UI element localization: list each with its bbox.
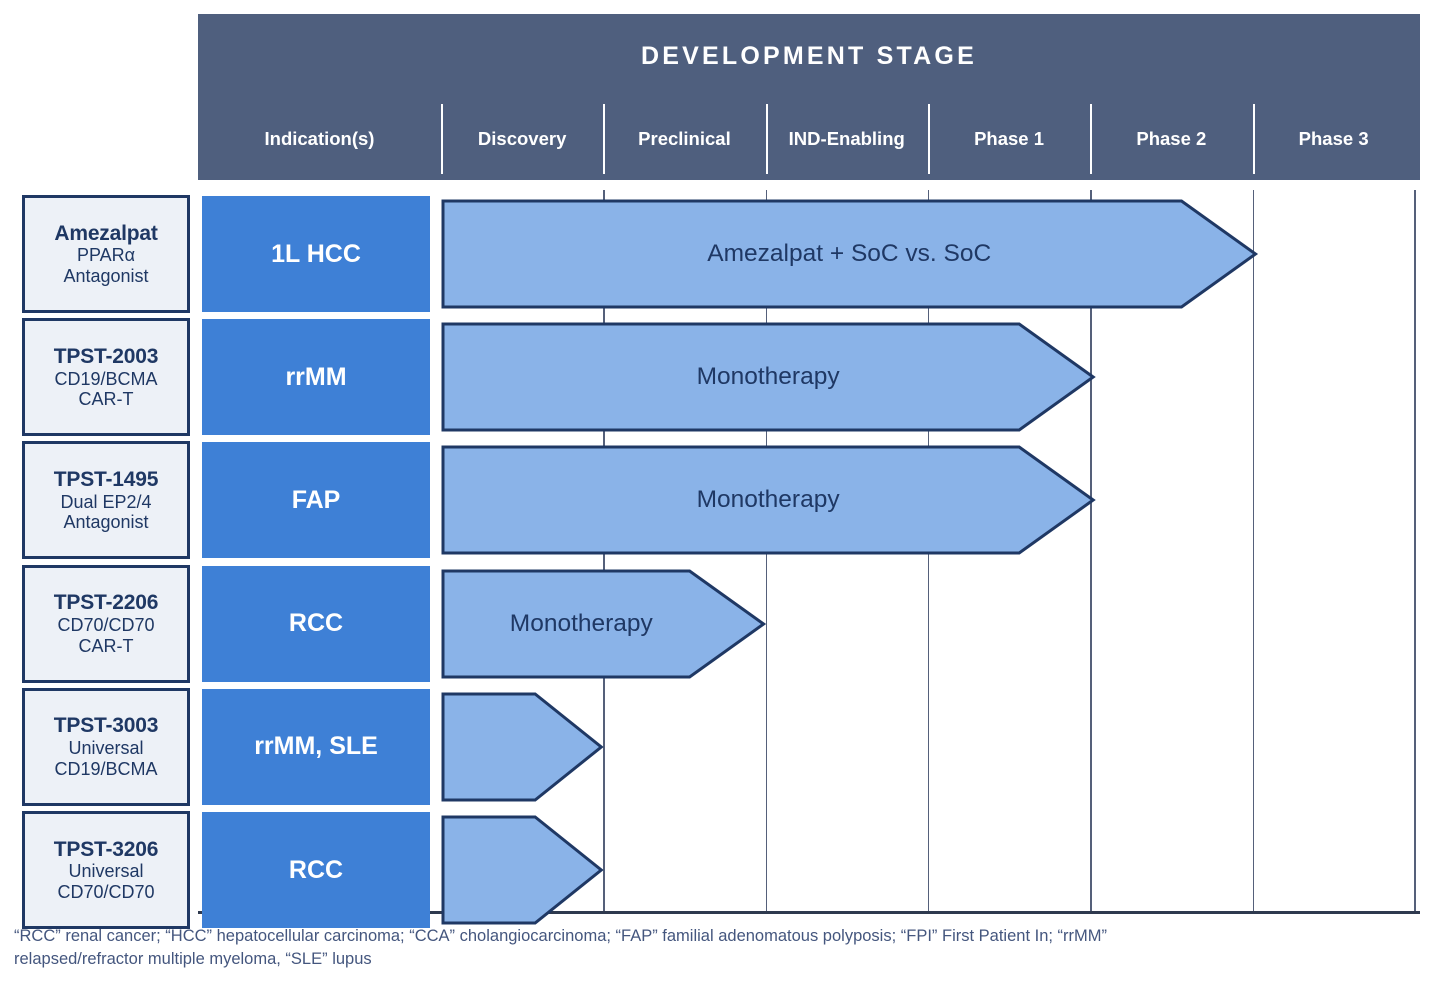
stage-progress-arrow[interactable] bbox=[441, 692, 604, 802]
header-separator bbox=[603, 104, 606, 174]
stage-column-headers: Indication(s) Discovery Preclinical IND-Ena… bbox=[198, 98, 1420, 180]
program-modality-line-1: CD70/CD70 bbox=[57, 615, 155, 636]
program-modality-line-2: Antagonist bbox=[63, 265, 149, 286]
header-separator bbox=[765, 104, 768, 174]
program-name: TPST-3003 bbox=[53, 714, 159, 738]
column-header-ind_enabling: IND-Enabling bbox=[788, 128, 905, 150]
stage-progress-arrow[interactable]: Monotherapy bbox=[441, 445, 1096, 555]
program-modality-line-2: Antagonist bbox=[63, 512, 149, 533]
arrow-shape bbox=[441, 569, 767, 679]
indication-box[interactable]: RCC bbox=[202, 812, 430, 928]
program-modality-line-1: Universal bbox=[68, 861, 144, 882]
header-separator bbox=[927, 104, 930, 174]
footnote: “RCC” renal cancer; “HCC” hepatocellular… bbox=[14, 925, 1414, 971]
column-header-indication: Indication(s) bbox=[264, 128, 375, 150]
column-header-phase3: Phase 3 bbox=[1298, 128, 1369, 150]
program-modality-line-2: CD70/CD70 bbox=[57, 881, 155, 902]
program-modality-line-2: CAR-T bbox=[78, 635, 134, 656]
arrow-shape bbox=[441, 692, 604, 802]
arrow-shape bbox=[441, 445, 1096, 555]
indication-box[interactable]: FAP bbox=[202, 442, 430, 559]
indication-box[interactable]: rrMM bbox=[202, 319, 430, 436]
arrow-shape bbox=[441, 199, 1259, 309]
header-separator bbox=[441, 104, 443, 174]
arrow-shape bbox=[441, 322, 1096, 432]
program-modality-line-1: PPARα bbox=[76, 245, 136, 266]
grid-divider bbox=[1252, 190, 1255, 912]
page-title: DEVELOPMENT STAGE bbox=[641, 41, 977, 70]
development-stage-header-bar bbox=[198, 14, 1420, 180]
column-header-phase2: Phase 2 bbox=[1136, 128, 1207, 150]
stage-progress-arrow[interactable]: Monotherapy bbox=[441, 322, 1096, 432]
program-modality-line-2: CD19/BCMA bbox=[54, 758, 158, 779]
program-modality-line-1: Universal bbox=[68, 738, 144, 759]
program-name: TPST-1495 bbox=[53, 467, 159, 491]
column-header-preclinical: Preclinical bbox=[638, 128, 731, 150]
indication-box[interactable]: 1L HCC bbox=[202, 196, 430, 312]
indication-box[interactable]: rrMM, SLE bbox=[202, 688, 430, 805]
arrow-shape bbox=[441, 815, 604, 925]
program-name: TPST-3206 bbox=[53, 837, 159, 861]
indication-box[interactable]: RCC bbox=[202, 565, 430, 682]
program-modality-line-1: CD19/BCMA bbox=[54, 368, 158, 389]
footnote-line-2: relapsed/refractor multiple myeloma, “SL… bbox=[14, 949, 372, 968]
program-modality-line-2: CAR-T bbox=[78, 389, 134, 410]
program-name: Amezalpat bbox=[54, 221, 158, 245]
stage-progress-arrow[interactable] bbox=[441, 815, 604, 925]
stage-progress-arrow[interactable]: Amezalpat + SoC vs. SoC bbox=[441, 199, 1259, 309]
program-name: TPST-2206 bbox=[53, 591, 159, 615]
grid-divider bbox=[1090, 190, 1092, 912]
grid-bottom-rule bbox=[198, 911, 1420, 914]
column-header-phase1: Phase 1 bbox=[974, 128, 1044, 150]
column-header-discovery: Discovery bbox=[477, 128, 567, 150]
grid-divider bbox=[1414, 190, 1416, 912]
stage-progress-arrow[interactable]: Monotherapy bbox=[441, 569, 767, 679]
header-separator bbox=[1090, 104, 1093, 174]
header-separator bbox=[1252, 104, 1255, 174]
footnote-line-1: “RCC” renal cancer; “HCC” hepatocellular… bbox=[14, 927, 1108, 945]
program-name: TPST-2003 bbox=[53, 344, 159, 368]
program-modality-line-1: Dual EP2/4 bbox=[60, 491, 152, 512]
